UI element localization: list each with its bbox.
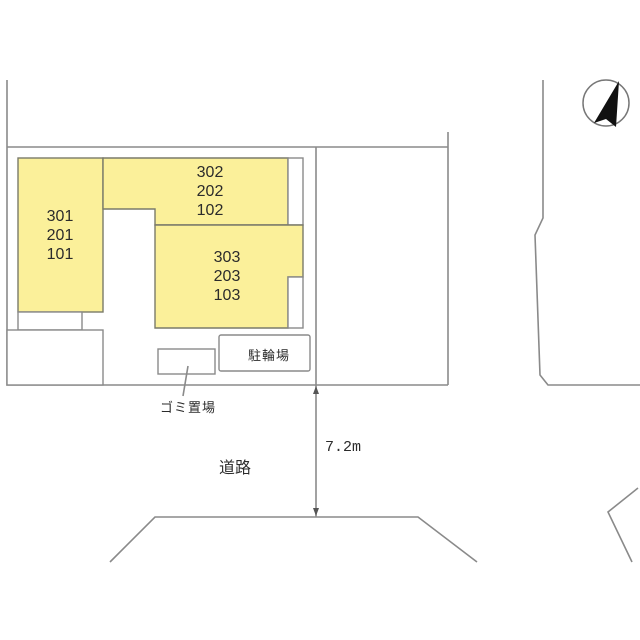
- bicycle-parking-box: [218, 334, 311, 372]
- room-label: 301: [46, 208, 74, 225]
- adjacent-structure: [6, 329, 104, 386]
- garbage-leader-line: [182, 365, 189, 397]
- room-label: 102: [196, 202, 224, 219]
- room-label: 103: [213, 287, 241, 304]
- neighbor-corner: [607, 487, 639, 563]
- road-width-label: 7.2m: [325, 439, 362, 456]
- room-label: 302: [196, 164, 224, 181]
- building-b-label: 302 202 102: [180, 163, 240, 220]
- room-label: 201: [46, 227, 74, 244]
- neighbor-lot-boundary: [534, 80, 640, 386]
- building-c-shape: [154, 224, 304, 329]
- bicycle-parking-label: 駐輪場: [247, 349, 290, 364]
- building-a-label: 301 201 101: [30, 207, 90, 264]
- road-width-dimension: [313, 385, 319, 517]
- room-label: 203: [213, 268, 241, 285]
- building-c-label: 303 203 103: [197, 248, 257, 305]
- road-label: 道路: [218, 458, 251, 477]
- room-label: 202: [196, 183, 224, 200]
- road-edge: [109, 516, 478, 563]
- north-arrow-icon: [582, 79, 630, 127]
- garbage-area-box: [157, 348, 216, 375]
- room-label: 101: [46, 246, 74, 263]
- garbage-area-label: ゴミ置場: [159, 401, 216, 416]
- room-label: 303: [213, 249, 241, 266]
